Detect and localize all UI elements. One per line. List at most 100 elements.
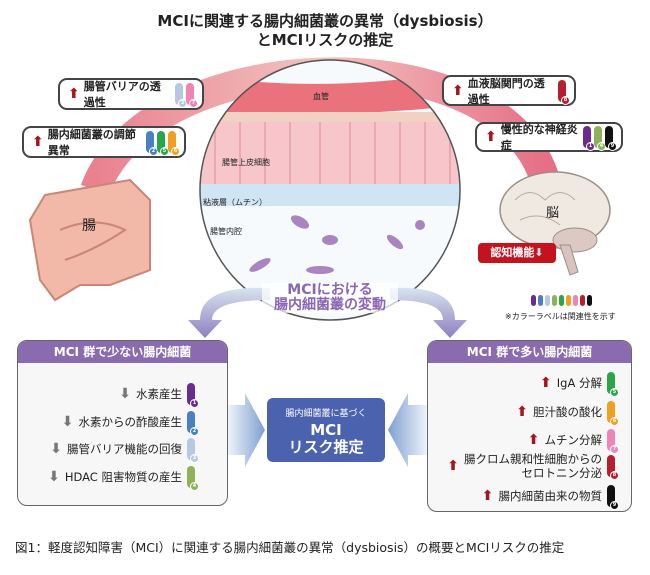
left-panel-header: MCI 群で少ない腸内細菌: [18, 341, 227, 363]
up-arrow-icon: ⬆: [540, 375, 552, 391]
cognition-badge: 認知機能⬇: [478, 243, 556, 263]
center-box-title-1: MCI: [310, 421, 342, 439]
color-tag-number: 6: [610, 417, 619, 426]
color-tag-number: 9: [610, 501, 619, 510]
color-tag-number: 7: [189, 99, 198, 108]
cognition-label: 認知機能: [490, 246, 535, 259]
gut-label: 腸: [82, 218, 96, 234]
color-tag-3: [545, 295, 550, 306]
list-item: ⬆ 腸内細菌由来の物質 9: [435, 485, 619, 510]
color-tag-7: 7: [607, 429, 619, 454]
arrow-right-to-center: [388, 393, 427, 467]
color-tag-2: 2: [146, 131, 158, 156]
color-tag-7: [573, 295, 578, 306]
lumen-label: 腸管内腔: [210, 227, 242, 236]
color-tag-8: 8: [607, 455, 619, 480]
legend-note: ※カラーラベルは関連性を示す: [505, 312, 616, 321]
color-tag-number: 2: [190, 427, 199, 436]
color-tag-8: 8: [558, 79, 570, 105]
center-box-title-2: リスク推定: [288, 438, 364, 456]
epithelium-label: 腸管上皮細胞: [222, 158, 270, 167]
illustration: [28, 57, 611, 467]
down-arrow-icon: ⬇: [534, 246, 544, 259]
down-arrow-icon: ⬇: [48, 469, 60, 485]
up-arrow-icon: ⬆: [485, 129, 497, 145]
list-item-label: 水素からの酢酸産生: [78, 415, 183, 429]
up-arrow-icon: ⬆: [32, 134, 44, 150]
center-box-subtitle: 腸内細菌叢に基づく: [285, 409, 367, 419]
up-arrow-icon: ⬆: [68, 86, 80, 102]
color-tags: 8: [558, 79, 570, 105]
gut-wall-magnified-circle: [200, 60, 460, 320]
list-item-label: IgA 分解: [556, 376, 602, 390]
color-tag-3: 3: [187, 438, 199, 463]
color-tag-8: [580, 295, 585, 306]
down-arrow-icon: ⬇: [119, 386, 131, 402]
callout-label: 腸管バリアの透過性: [83, 80, 161, 109]
color-tag-7: 7: [186, 83, 198, 108]
arrow-to-right-panel: [390, 287, 467, 338]
brain-icon: [499, 171, 611, 276]
figure-caption: 図1：軽度認知障害（MCI）に関連する腸内細菌叢の異常（dysbiosis）の概…: [15, 540, 565, 555]
list-item-label: HDAC 阻害物質の産生: [64, 470, 182, 484]
right-panel-increased-bacteria: MCI 群で多い腸内細菌: [427, 340, 632, 512]
callout-label: 血液脳関門の透過性: [467, 76, 545, 106]
mucus-label: 粘液層（ムチン）: [203, 198, 267, 207]
color-tag-number: 7: [610, 445, 619, 454]
color-tag-9: 9: [605, 126, 617, 151]
list-item: ⬆ 胆汁酸の酸化 6: [435, 401, 619, 426]
title-line-2: とMCIリスクの推定: [256, 31, 394, 49]
list-item: ⬇ 水素からの酢酸産生 2: [30, 411, 199, 436]
list-item-label: 水素産生: [136, 387, 182, 401]
color-tag-number: 9: [608, 142, 617, 151]
color-tag-6: 6: [607, 401, 619, 426]
color-tag-9: [587, 295, 592, 306]
up-arrow-icon: ⬆: [452, 82, 464, 99]
color-tag-2: 2: [187, 411, 199, 436]
color-tag-4: 4: [594, 126, 606, 151]
color-tag-3: 3: [175, 83, 187, 108]
list-item: ⬇ 腸管バリア機能の回復 3: [30, 438, 199, 463]
color-tag-number: 4: [190, 482, 199, 491]
up-arrow-icon: ⬆: [516, 404, 528, 420]
color-tag-1: [531, 295, 536, 306]
vessel-label: 血管: [313, 92, 329, 101]
list-item-label: 腸内細菌由来の物質: [498, 489, 603, 503]
center-illustration-caption: MCIにおける 腸内細菌叢の変動: [262, 283, 398, 313]
list-item: ⬇ 水素産生 1: [30, 383, 199, 408]
color-tag-6: [566, 295, 571, 306]
callout-bbb-permeability: ⬆血液脳関門の透過性 8: [442, 75, 576, 106]
up-arrow-icon: ⬆: [481, 488, 494, 504]
color-tag-number: 3: [190, 454, 199, 463]
list-item: ⬆ 腸クロム親和性細胞からの セロトニン分泌 8: [435, 452, 619, 480]
up-arrow-icon: ⬆: [447, 458, 459, 474]
color-tag-1: 1: [187, 383, 199, 408]
arrow-to-left-panel: [188, 287, 270, 338]
right-panel-header: MCI 群で多い腸内細菌: [428, 341, 631, 363]
up-arrow-icon: ⬆: [527, 432, 540, 448]
color-tag-number: 5: [610, 388, 619, 397]
color-tag-4: [552, 295, 557, 306]
color-tag-2: [538, 295, 543, 306]
color-tag-5: 5: [607, 372, 619, 397]
color-tag-number: 8: [561, 95, 570, 105]
list-item-label: ムチン分解: [544, 433, 603, 447]
center-caption-line-2: 腸内細菌叢の変動: [274, 297, 386, 313]
list-item-label: 胆汁酸の酸化: [533, 405, 602, 419]
color-tag-number: 8: [610, 471, 619, 480]
color-tag-number: 6: [171, 147, 180, 156]
down-arrow-icon: ⬇: [61, 414, 74, 430]
down-arrow-icon: ⬇: [50, 441, 62, 457]
list-item: ⬇ HDAC 阻害物質の産生 4: [30, 466, 199, 491]
color-tag-number: 1: [190, 399, 199, 408]
color-tag-9: 9: [607, 485, 619, 510]
arrow-left-to-center: [228, 393, 265, 467]
list-item-label: 腸管バリア機能の回復: [67, 442, 182, 456]
intestine-icon: [28, 178, 151, 302]
color-tag-6: 6: [168, 131, 180, 156]
list-item-label: 腸クロム親和性細胞からの セロトニン分泌: [464, 452, 602, 480]
